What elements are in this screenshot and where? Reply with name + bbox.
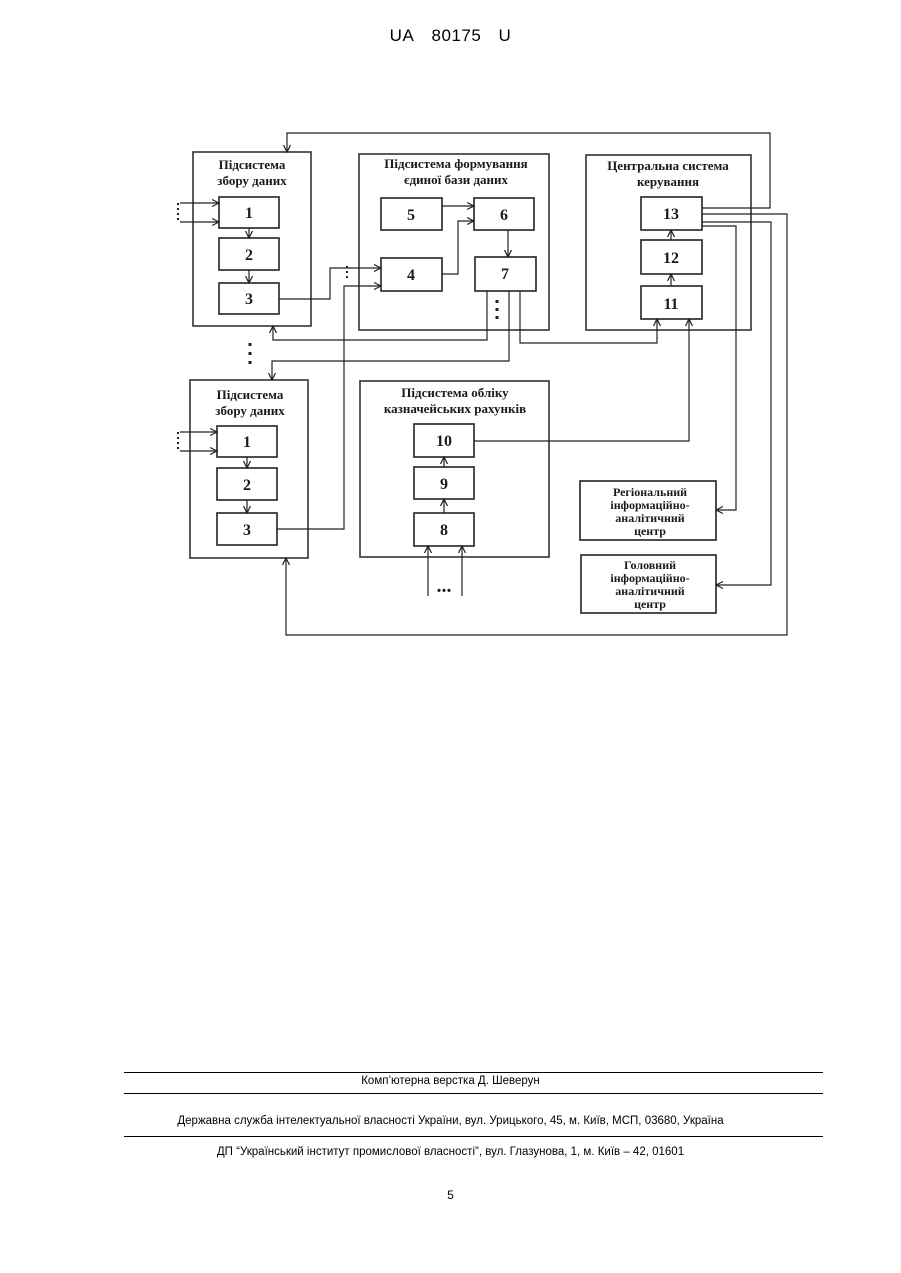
block-1-top-label: 1 bbox=[245, 205, 253, 222]
regional-center-line-4: центр bbox=[634, 524, 666, 538]
main-center-line-1: Головний bbox=[624, 558, 676, 572]
central-title-1: Центральна система bbox=[607, 158, 729, 173]
footer-layout-credit: Комп’ютерна верстка Д. Шеверун bbox=[0, 1075, 901, 1087]
block-9-label: 9 bbox=[440, 476, 448, 493]
main-center-line-3: аналітичний bbox=[615, 584, 684, 598]
block-8-label: 8 bbox=[440, 522, 448, 539]
treasury-title-1: Підсистема обліку bbox=[401, 385, 509, 400]
page-number: 5 bbox=[0, 1188, 901, 1202]
collect-top-title-1: Підсистема bbox=[219, 157, 286, 172]
collect-bottom-title-1: Підсистема bbox=[217, 387, 284, 402]
block-13-label: 13 bbox=[663, 206, 679, 223]
treasury-title-2: казначейських рахунків bbox=[384, 401, 526, 416]
main-center-line-4: центр bbox=[634, 597, 666, 611]
unified-db-title-2: єдиної бази даних bbox=[404, 172, 509, 187]
footer-institute-address: ДП “Український інститут промислової вла… bbox=[0, 1146, 901, 1158]
ellipsis-treasury-inputs: ... bbox=[437, 575, 452, 597]
collect-top-title-2: збору даних bbox=[217, 173, 287, 188]
block-3-bottom-label: 3 bbox=[243, 522, 251, 539]
footer-divider-2 bbox=[124, 1093, 823, 1094]
footer-divider-3 bbox=[124, 1136, 823, 1137]
block-1-bottom-label: 1 bbox=[243, 434, 251, 451]
block-7-label: 7 bbox=[501, 266, 509, 283]
regional-center-line-1: Регіональний bbox=[613, 485, 687, 499]
regional-center-line-3: аналітичний bbox=[615, 511, 684, 525]
unified-db-title-1: Підсистема формування bbox=[384, 156, 527, 171]
block-2-bottom-label: 2 bbox=[243, 477, 251, 494]
block-5-label: 5 bbox=[407, 207, 415, 224]
block-10-label: 10 bbox=[436, 433, 452, 450]
block-diagram: Підсистема збору даних Підсистема формув… bbox=[0, 0, 901, 700]
block-11-label: 11 bbox=[663, 296, 678, 313]
collect-bottom-title-2: збору даних bbox=[215, 403, 285, 418]
block-6-label: 6 bbox=[500, 207, 508, 224]
main-center-line-2: інформаційно- bbox=[610, 571, 689, 585]
footer-divider-1 bbox=[124, 1072, 823, 1073]
block-3-top-label: 3 bbox=[245, 291, 253, 308]
regional-center-line-2: інформаційно- bbox=[610, 498, 689, 512]
block-4-label: 4 bbox=[407, 267, 415, 284]
footer-service-address: Державна служба інтелектуальної власност… bbox=[0, 1115, 901, 1127]
block-12-label: 12 bbox=[663, 250, 679, 267]
central-title-2: керування bbox=[637, 174, 699, 189]
block-2-top-label: 2 bbox=[245, 247, 253, 264]
